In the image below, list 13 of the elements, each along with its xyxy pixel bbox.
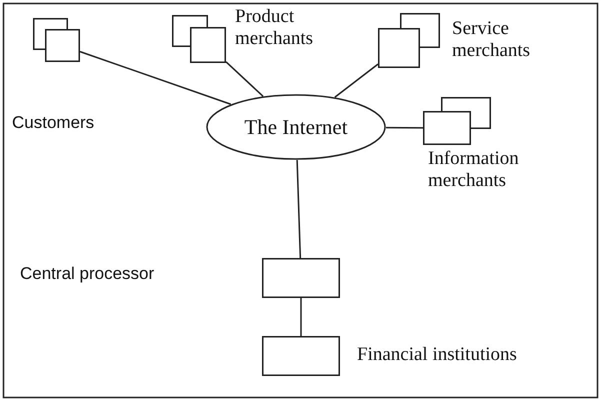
node-caption: Service merchants: [452, 18, 532, 62]
connector-line: [80, 50, 232, 105]
node-label: The Internet: [244, 114, 348, 140]
connector-line: [386, 126, 423, 129]
node-caption: Product merchants: [235, 6, 314, 50]
node-caption: Financial institutions: [357, 344, 518, 366]
connector-line: [296, 160, 302, 258]
connector-line: [225, 61, 264, 97]
connector-line: [334, 64, 378, 98]
connector-line: [300, 298, 302, 336]
node-caption: Information merchants: [428, 148, 520, 192]
node-caption: Customers: [12, 112, 96, 134]
text-label: Central processor: [20, 263, 156, 285]
